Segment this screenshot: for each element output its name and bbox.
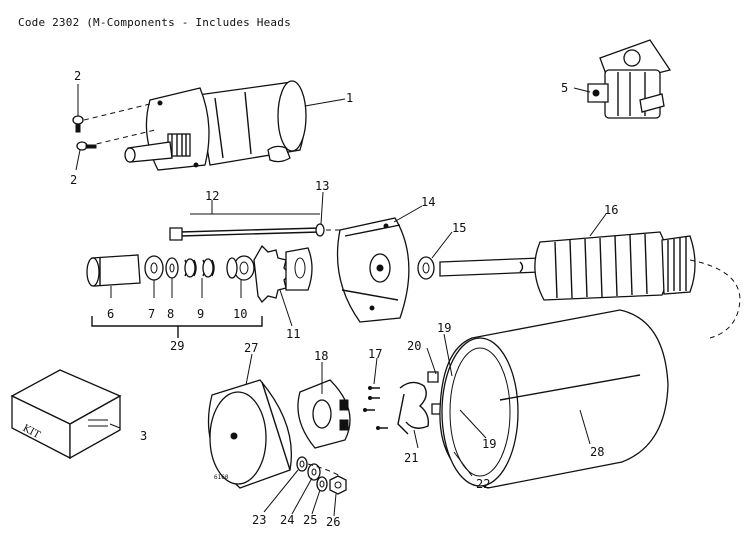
callout-6: 6 bbox=[107, 307, 114, 321]
callout-8: 8 bbox=[167, 307, 174, 321]
callout-26: 26 bbox=[326, 515, 340, 529]
brush-assembly bbox=[397, 371, 443, 435]
drive-spring bbox=[184, 258, 215, 278]
drive-washer bbox=[165, 257, 179, 279]
callout-24: 24 bbox=[280, 513, 294, 527]
terminal-nut bbox=[329, 475, 347, 495]
armature bbox=[439, 231, 696, 301]
callout-16: 16 bbox=[604, 203, 618, 217]
diagram-caption: Code 2302 (M-Components - Includes Heads bbox=[18, 16, 291, 29]
callout-21: 21 bbox=[404, 451, 418, 465]
callout-27: 27 bbox=[244, 341, 258, 355]
callout-labels: 1 2 2 3 5 6 7 8 9 10 11 12 13 14 15 16 1… bbox=[70, 69, 618, 529]
frame-housing bbox=[439, 309, 669, 489]
callout-7: 7 bbox=[148, 307, 155, 321]
callout-17: 17 bbox=[368, 347, 382, 361]
callout-28: 28 bbox=[590, 445, 604, 459]
thrust-washer bbox=[417, 256, 435, 280]
callout-23: 23 bbox=[252, 513, 266, 527]
callout-22: 22 bbox=[476, 477, 490, 491]
mounting-screw-top bbox=[72, 115, 84, 133]
leader-lines bbox=[75, 84, 607, 517]
callout-3: 3 bbox=[140, 429, 147, 443]
callout-13: 13 bbox=[315, 179, 329, 193]
brush-screws bbox=[363, 386, 388, 430]
callout-19-top: 19 bbox=[437, 321, 451, 335]
through-bolt bbox=[169, 227, 321, 241]
insulating-washer bbox=[296, 456, 308, 472]
callout-9: 9 bbox=[197, 307, 204, 321]
lock-washer bbox=[316, 476, 328, 492]
callout-14: 14 bbox=[421, 195, 435, 209]
callout-2-bottom: 2 bbox=[70, 173, 77, 187]
callout-1: 1 bbox=[346, 91, 353, 105]
callout-2-top: 2 bbox=[74, 69, 81, 83]
parts-kit-box: KIT bbox=[10, 369, 122, 460]
kit-bracket bbox=[91, 316, 263, 327]
solenoid bbox=[587, 39, 672, 119]
starter-motor-assembly bbox=[124, 80, 307, 171]
callout-20: 20 bbox=[407, 339, 421, 353]
callout-12: 12 bbox=[205, 189, 219, 203]
callout-11: 11 bbox=[286, 327, 300, 341]
drive-end-head bbox=[336, 217, 410, 323]
callout-29: 29 bbox=[170, 339, 184, 353]
drive-pinion-gear bbox=[253, 244, 313, 304]
callout-5: 5 bbox=[561, 81, 568, 95]
callout-25: 25 bbox=[303, 513, 317, 527]
mounting-screw-bottom bbox=[76, 141, 97, 151]
flat-washer bbox=[307, 463, 321, 481]
callout-18: 18 bbox=[314, 349, 328, 363]
callout-19-bottom: 19 bbox=[482, 437, 496, 451]
commutator-end-head bbox=[207, 379, 293, 489]
brush-plate bbox=[297, 379, 351, 449]
drive-collar bbox=[226, 255, 255, 281]
callout-15: 15 bbox=[452, 221, 466, 235]
callout-10: 10 bbox=[233, 307, 247, 321]
drive-nut bbox=[144, 255, 164, 281]
bolt-washer bbox=[315, 223, 325, 237]
figure-code: 6160 bbox=[214, 474, 229, 481]
drive-sleeve bbox=[86, 254, 141, 287]
